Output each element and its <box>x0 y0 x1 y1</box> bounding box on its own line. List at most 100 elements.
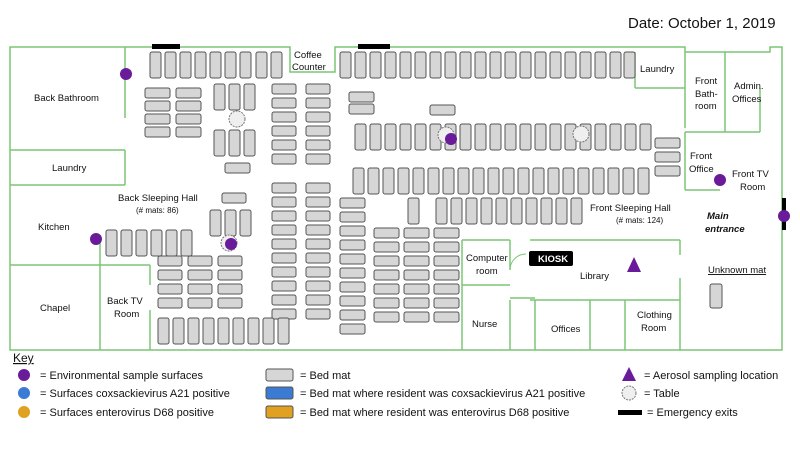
bed-mat <box>433 241 460 253</box>
bed-mat <box>305 308 331 320</box>
key-cox-bed-text: = Bed mat where resident was coxsackievi… <box>300 388 585 400</box>
bed-mat <box>239 209 252 237</box>
bed-mat <box>209 51 222 79</box>
bed-mat <box>637 167 650 195</box>
legend: Key = Environmental sample surfaces = Su… <box>13 351 778 419</box>
bed-mat <box>179 51 192 79</box>
bed-mat <box>354 51 367 79</box>
bed-mat <box>187 283 213 295</box>
bed-mat <box>228 83 241 111</box>
bed-mat <box>489 123 502 151</box>
admin-offices-label-2: Offices <box>732 94 762 105</box>
bed-mat <box>217 269 243 281</box>
kitchen-label: Kitchen <box>38 222 70 233</box>
kiosk-box <box>529 251 573 266</box>
bed-mat <box>540 197 553 225</box>
back-sleeping-hall-label: Back Sleeping Hall <box>118 193 198 204</box>
bed-mat <box>271 139 297 151</box>
bed-mat <box>271 182 297 194</box>
bed-mat <box>305 294 331 306</box>
coffee-counter-label-2: Counter <box>292 62 326 73</box>
bed-mat <box>217 255 243 267</box>
library-label: Library <box>580 271 609 282</box>
bed-mat <box>397 167 410 195</box>
bed-mat <box>305 139 331 151</box>
key-ent-surface-text: = Surfaces enterovirus D68 positive <box>40 407 214 419</box>
bed-mat <box>433 269 460 281</box>
bed-mat <box>271 210 297 222</box>
bed-mat <box>369 123 382 151</box>
bed-mat <box>120 229 133 257</box>
bed-mat <box>504 123 517 151</box>
bed-mat <box>305 97 331 109</box>
bed-mat <box>534 51 547 79</box>
bed-mat <box>339 197 366 209</box>
bed-mat <box>384 51 397 79</box>
bed-mat <box>105 229 118 257</box>
front-laundry-label: Laundry <box>640 64 675 75</box>
bed-mat <box>709 283 723 309</box>
bed-mat <box>433 297 460 309</box>
bed-mat <box>549 51 562 79</box>
bed-mat <box>639 123 652 151</box>
bed-mat <box>305 266 331 278</box>
bed-mat <box>255 51 268 79</box>
bed-mat <box>623 51 636 79</box>
date-label: Date: October 1, 2019 <box>628 15 776 32</box>
bed-mat <box>562 167 575 195</box>
bed-mat <box>403 269 430 281</box>
bed-mat <box>367 167 380 195</box>
bed-mat <box>384 123 397 151</box>
bed-mat <box>427 167 440 195</box>
front-office-label-1: Front <box>690 151 713 162</box>
key-ent-bed-text: = Bed mat where resident was enterovirus… <box>300 407 569 419</box>
bed-mat <box>547 167 560 195</box>
bed-mat <box>175 100 202 112</box>
bed-mat <box>403 283 430 295</box>
cox-bed-swatch <box>265 386 294 400</box>
bed-mat <box>403 255 430 267</box>
unknown-mat-label: Unknown mat <box>708 265 766 276</box>
bed-mat <box>474 123 487 151</box>
bed-mat <box>305 280 331 292</box>
bed-mat <box>221 192 247 204</box>
main-entrance-label-1: Main <box>707 211 729 222</box>
bed-mat <box>457 167 470 195</box>
bed-mat <box>339 323 366 335</box>
bed-mat <box>442 167 455 195</box>
bed-mat <box>592 167 605 195</box>
bed-mat <box>459 51 472 79</box>
bed-mat <box>339 253 366 265</box>
bed-mat <box>187 269 213 281</box>
bed-mat <box>175 126 202 138</box>
front-tv-room-label-1: Front TV <box>732 169 769 180</box>
computer-room-label-1: Computer <box>466 253 508 264</box>
bed-mat <box>373 269 400 281</box>
bed-mat <box>354 123 367 151</box>
bed-mat <box>144 87 171 99</box>
bed-mat <box>412 167 425 195</box>
bed-mat <box>654 151 681 163</box>
bed-mat <box>305 125 331 137</box>
bed-mat <box>399 51 412 79</box>
bed-mat <box>194 51 207 79</box>
bed-mat <box>487 167 500 195</box>
bed-mat <box>157 317 170 345</box>
bed-mat <box>373 255 400 267</box>
bed-mat <box>369 51 382 79</box>
bed-mat <box>224 51 237 79</box>
bed-mat <box>157 255 183 267</box>
bed-mat <box>433 255 460 267</box>
bed-mat <box>164 51 177 79</box>
bed-mat <box>213 129 226 157</box>
table <box>572 125 590 143</box>
environmental-sample-point <box>225 238 237 250</box>
bed-mat <box>271 224 297 236</box>
bed-mat <box>348 103 375 115</box>
bed-mat <box>502 167 515 195</box>
cox-surface-swatch <box>18 387 30 399</box>
bed-mat <box>202 317 215 345</box>
bed-mat <box>172 317 185 345</box>
environmental-sample-point <box>714 174 726 186</box>
